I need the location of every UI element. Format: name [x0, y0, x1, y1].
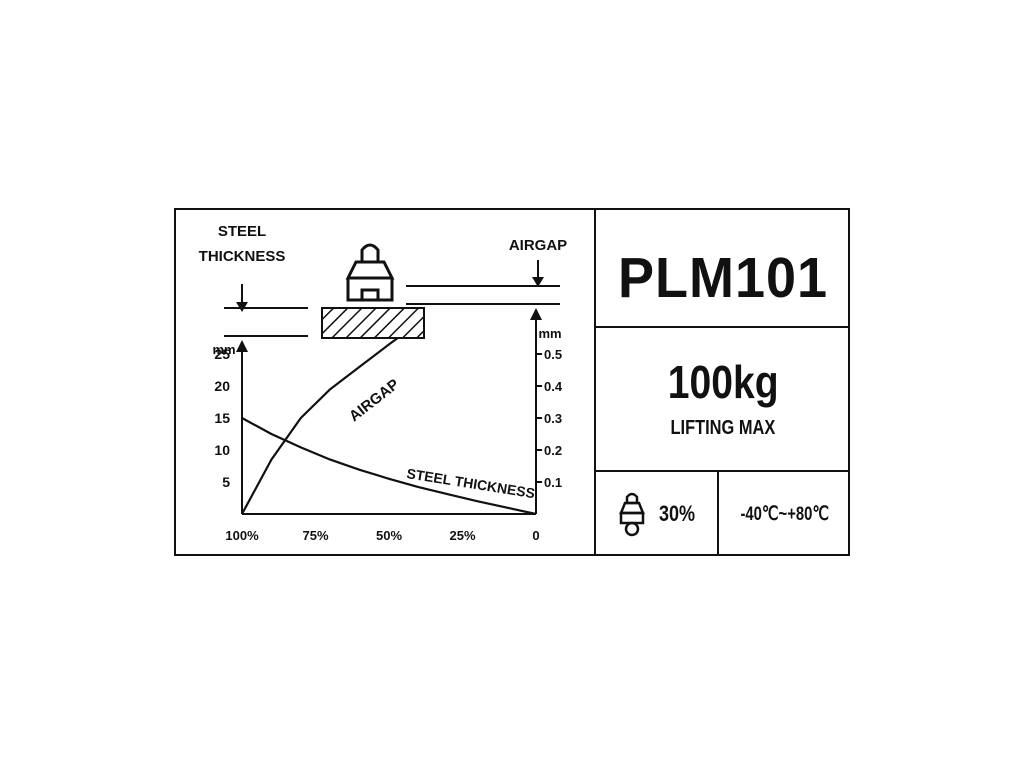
steel-thickness-dimension — [224, 284, 308, 337]
duty-cell: 30% — [596, 472, 718, 556]
row-divider-1 — [594, 326, 850, 328]
x-tick-label: 75% — [302, 528, 328, 543]
steel-thickness-label-bottom: THICKNESS — [199, 248, 286, 265]
right-y-tick-label: 0.4 — [544, 379, 563, 394]
x-tick-label: 100% — [225, 528, 259, 543]
magnet-icon — [345, 243, 395, 302]
duty-cycle-value: 30% — [658, 501, 696, 526]
cell-divider-bottom — [717, 470, 719, 554]
lifting-capacity-value: 100kg — [667, 355, 779, 408]
left-y-tick-label: 10 — [214, 442, 230, 458]
right-axis-unit: mm — [538, 326, 561, 341]
left-axis-unit: mm — [212, 342, 235, 357]
right-y-tick-label: 0.5 — [544, 347, 562, 362]
airgap-label-top: AIRGAP — [509, 237, 567, 254]
steel-thickness-label-top: STEEL — [218, 223, 266, 240]
capacity-chart: STEEL THICKNESS AIRGAP — [199, 223, 568, 543]
lift-magnet-icon — [619, 492, 645, 537]
airgap-dimension — [406, 260, 560, 305]
temperature-cell: -40℃~+80℃ — [720, 472, 850, 556]
right-y-tick-label: 0.3 — [544, 411, 562, 426]
right-y-tick-label: 0.1 — [544, 475, 562, 490]
left-y-tick-label: 25 — [214, 346, 230, 362]
airgap-curve-label: AIRGAP — [346, 376, 402, 425]
model-number: PLM101 — [617, 246, 829, 310]
capacity-block: 100kg LIFTING MAX — [596, 328, 850, 470]
left-y-tick-label: 15 — [214, 410, 230, 426]
lifting-capacity-label: LIFTING MAX — [670, 416, 776, 439]
row-divider-2 — [594, 470, 850, 472]
left-y-tick-label: 5 — [222, 474, 230, 490]
temperature-range: -40℃~+80℃ — [740, 503, 830, 525]
panel-divider-vertical — [594, 210, 596, 554]
steel-plate-icon — [321, 307, 425, 339]
x-tick-label: 0 — [532, 528, 539, 543]
airgap-curve — [241, 337, 399, 515]
steel-thickness-curve-label: STEEL THICKNESS — [406, 465, 537, 501]
label-plate: STEEL THICKNESS AIRGAP — [174, 208, 850, 556]
right-y-tick-label: 0.2 — [544, 443, 562, 458]
x-tick-label: 25% — [449, 528, 475, 543]
left-y-tick-label: 20 — [214, 378, 230, 394]
steel-thickness-curve — [241, 417, 537, 516]
x-tick-label: 50% — [376, 528, 402, 543]
